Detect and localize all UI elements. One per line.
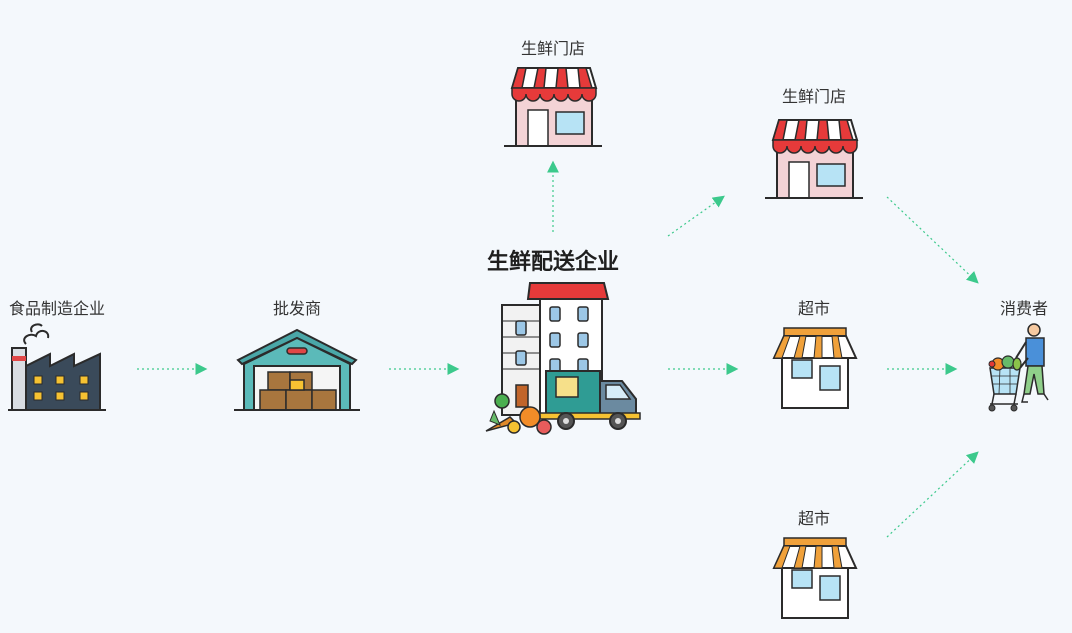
building-truck-icon <box>485 282 641 435</box>
shop-icon <box>765 119 863 199</box>
label-wholesaler: 批发商 <box>272 299 322 318</box>
arrow-distributor-to-store-right <box>667 195 725 237</box>
arrow-supermarket-bottom-to-consumer <box>886 451 979 538</box>
label-store-right: 生鲜门店 <box>781 87 847 106</box>
supermarket-icon <box>772 327 858 409</box>
supermarket-icon <box>772 537 858 619</box>
label-supermarket-bottom: 超市 <box>797 509 831 528</box>
label-food-factory: 食品制造企业 <box>8 299 106 318</box>
shop-icon <box>504 67 602 147</box>
label-consumer: 消费者 <box>999 299 1049 318</box>
warehouse-icon <box>234 328 360 411</box>
factory-icon <box>8 323 106 411</box>
label-supermarket-mid: 超市 <box>797 299 831 318</box>
label-distributor: 生鲜配送企业 <box>486 249 620 275</box>
arrow-store-right-to-consumer <box>886 196 979 284</box>
shopper-cart-icon <box>988 323 1049 412</box>
label-store-top: 生鲜门店 <box>520 39 586 58</box>
